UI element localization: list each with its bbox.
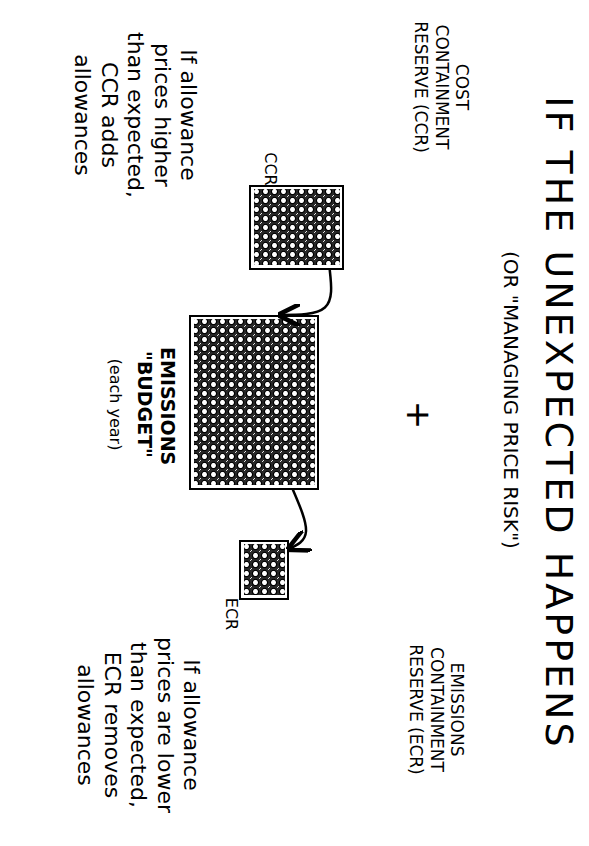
- diagram-title: IF THE UNEXPECTED HAPPENS: [535, 40, 581, 806]
- plus-sign: +: [398, 395, 439, 435]
- allowance-pile: [191, 317, 317, 488]
- flow-arrow: [280, 270, 331, 315]
- note-text: If allowance prices are lower than expec…: [72, 630, 204, 820]
- box-heading: EMISSIONS "BUDGET": [133, 347, 179, 462]
- flow-arrow: [289, 490, 306, 549]
- subtitle: (OR "MANAGING PRICE RISK"): [499, 170, 523, 630]
- box-tag: ECR: [222, 594, 241, 634]
- reserve-box: COST CONTAINMENT RESERVE (CCR)CCR: [249, 185, 344, 270]
- box-tag: CCR: [261, 149, 280, 189]
- reserve-box: ECREMISSIONS CONTAINMENT RESERVE (ECR): [239, 540, 289, 600]
- box-note: (each year): [106, 337, 125, 472]
- allowance-pile: [241, 542, 287, 598]
- allowance-dots: [254, 189, 340, 265]
- reserve-box: EMISSIONS "BUDGET"(each year): [189, 315, 319, 490]
- allowance-dots: [244, 544, 285, 595]
- allowance-pile: [251, 187, 342, 268]
- reserve-heading: EMISSIONS CONTAINMENT RESERVE (ECR): [406, 637, 467, 782]
- note-text: If allowance prices higher than expected…: [69, 20, 201, 210]
- reserve-heading: COST CONTAINMENT RESERVE (CCR): [411, 17, 472, 157]
- allowance-dots: [194, 319, 315, 485]
